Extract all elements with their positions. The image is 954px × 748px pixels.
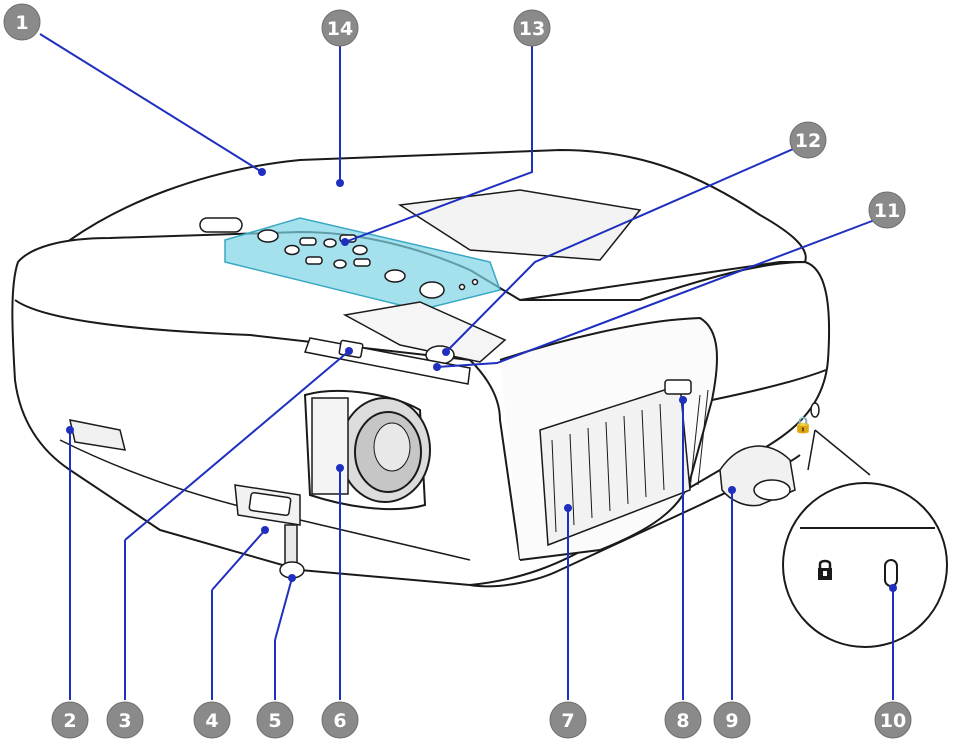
security-slot-icon xyxy=(884,559,898,587)
security-lock-icon-small: 🔒 xyxy=(793,415,813,434)
callout-4: 4 xyxy=(193,701,231,739)
air-vents xyxy=(539,384,691,547)
callout-2: 2 xyxy=(51,701,89,739)
callout-3-label: 3 xyxy=(118,710,131,732)
callout-13: 13 xyxy=(513,9,551,47)
side-security-area: 🔒 xyxy=(793,402,820,434)
rear-foot xyxy=(719,445,796,507)
callout-1-label: 1 xyxy=(15,12,28,34)
callout-12: 12 xyxy=(789,121,827,159)
callout-7: 7 xyxy=(549,701,587,739)
callout-10-label: 10 xyxy=(880,710,906,732)
lens-cover-switch xyxy=(664,379,692,395)
callout-1: 1 xyxy=(3,3,41,41)
callout-9: 9 xyxy=(713,701,751,739)
remote-receiver-front xyxy=(69,419,127,451)
projection-lens xyxy=(303,390,431,511)
leader-lines xyxy=(39,33,894,700)
callout-14: 14 xyxy=(321,9,359,47)
leader-dots xyxy=(66,168,897,592)
callout-6-label: 6 xyxy=(333,710,346,732)
zoom-window xyxy=(342,301,507,363)
ir-receiver xyxy=(199,217,243,233)
callout-11: 11 xyxy=(868,191,906,229)
control-panel xyxy=(224,217,501,311)
callout-14-label: 14 xyxy=(327,18,353,40)
callout-12-label: 12 xyxy=(795,130,821,152)
callout-9-label: 9 xyxy=(725,710,738,732)
callout-6: 6 xyxy=(321,701,359,739)
callout-3: 3 xyxy=(106,701,144,739)
security-slot-inset xyxy=(782,429,948,648)
callout-8-label: 8 xyxy=(676,710,689,732)
security-lock-icon xyxy=(818,559,832,580)
rear-vents xyxy=(689,389,709,491)
callout-4-label: 4 xyxy=(205,710,218,732)
callout-7-label: 7 xyxy=(561,710,574,732)
callout-2-label: 2 xyxy=(63,710,76,732)
callout-8: 8 xyxy=(664,701,702,739)
front-foot xyxy=(234,484,305,579)
callout-5: 5 xyxy=(256,701,294,739)
callout-13-label: 13 xyxy=(519,18,545,40)
callout-5-label: 5 xyxy=(268,710,281,732)
callout-10: 10 xyxy=(874,701,912,739)
callout-11-label: 11 xyxy=(874,200,900,222)
